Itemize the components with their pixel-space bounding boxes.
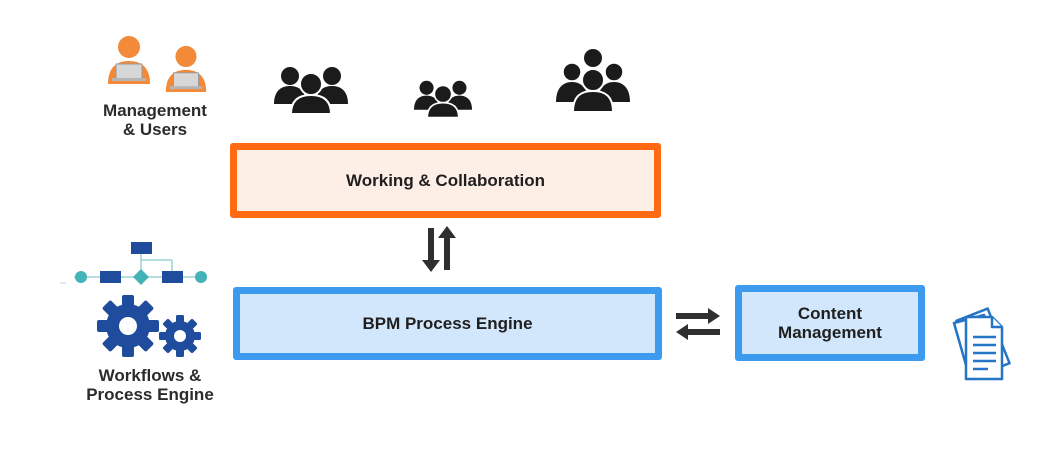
- process-flow-icon: [60, 242, 207, 285]
- bpm-process-engine-box: BPM Process Engine: [233, 287, 662, 360]
- workflows-process-engine-label: Workflows & Process Engine: [70, 366, 230, 404]
- workflows-label-line1: Workflows &: [98, 366, 202, 385]
- working-collaboration-box: Working & Collaboration: [230, 143, 661, 218]
- management-label-line2: & Users: [122, 120, 188, 139]
- working-collaboration-label: Working & Collaboration: [346, 171, 545, 190]
- gears-icon: [97, 295, 201, 357]
- documents-icon: [952, 307, 1011, 381]
- people-group-icon: [556, 49, 630, 113]
- people-group-icon: [414, 80, 472, 119]
- up-down-arrows-icon: [422, 226, 456, 272]
- user-laptop-icon: [108, 36, 150, 84]
- content-management-box: Content Management: [735, 285, 925, 361]
- workflows-label-line2: Process Engine: [86, 385, 214, 404]
- content-label-line1: Content: [797, 304, 863, 323]
- management-users-label: Management & Users: [90, 101, 220, 139]
- left-right-arrows-icon: [676, 308, 720, 340]
- user-laptop-icon: [165, 45, 207, 92]
- management-label-line1: Management: [103, 101, 207, 120]
- bpm-process-engine-label: BPM Process Engine: [362, 314, 533, 333]
- people-group-icon: [274, 67, 348, 115]
- content-label-line2: Management: [778, 323, 882, 342]
